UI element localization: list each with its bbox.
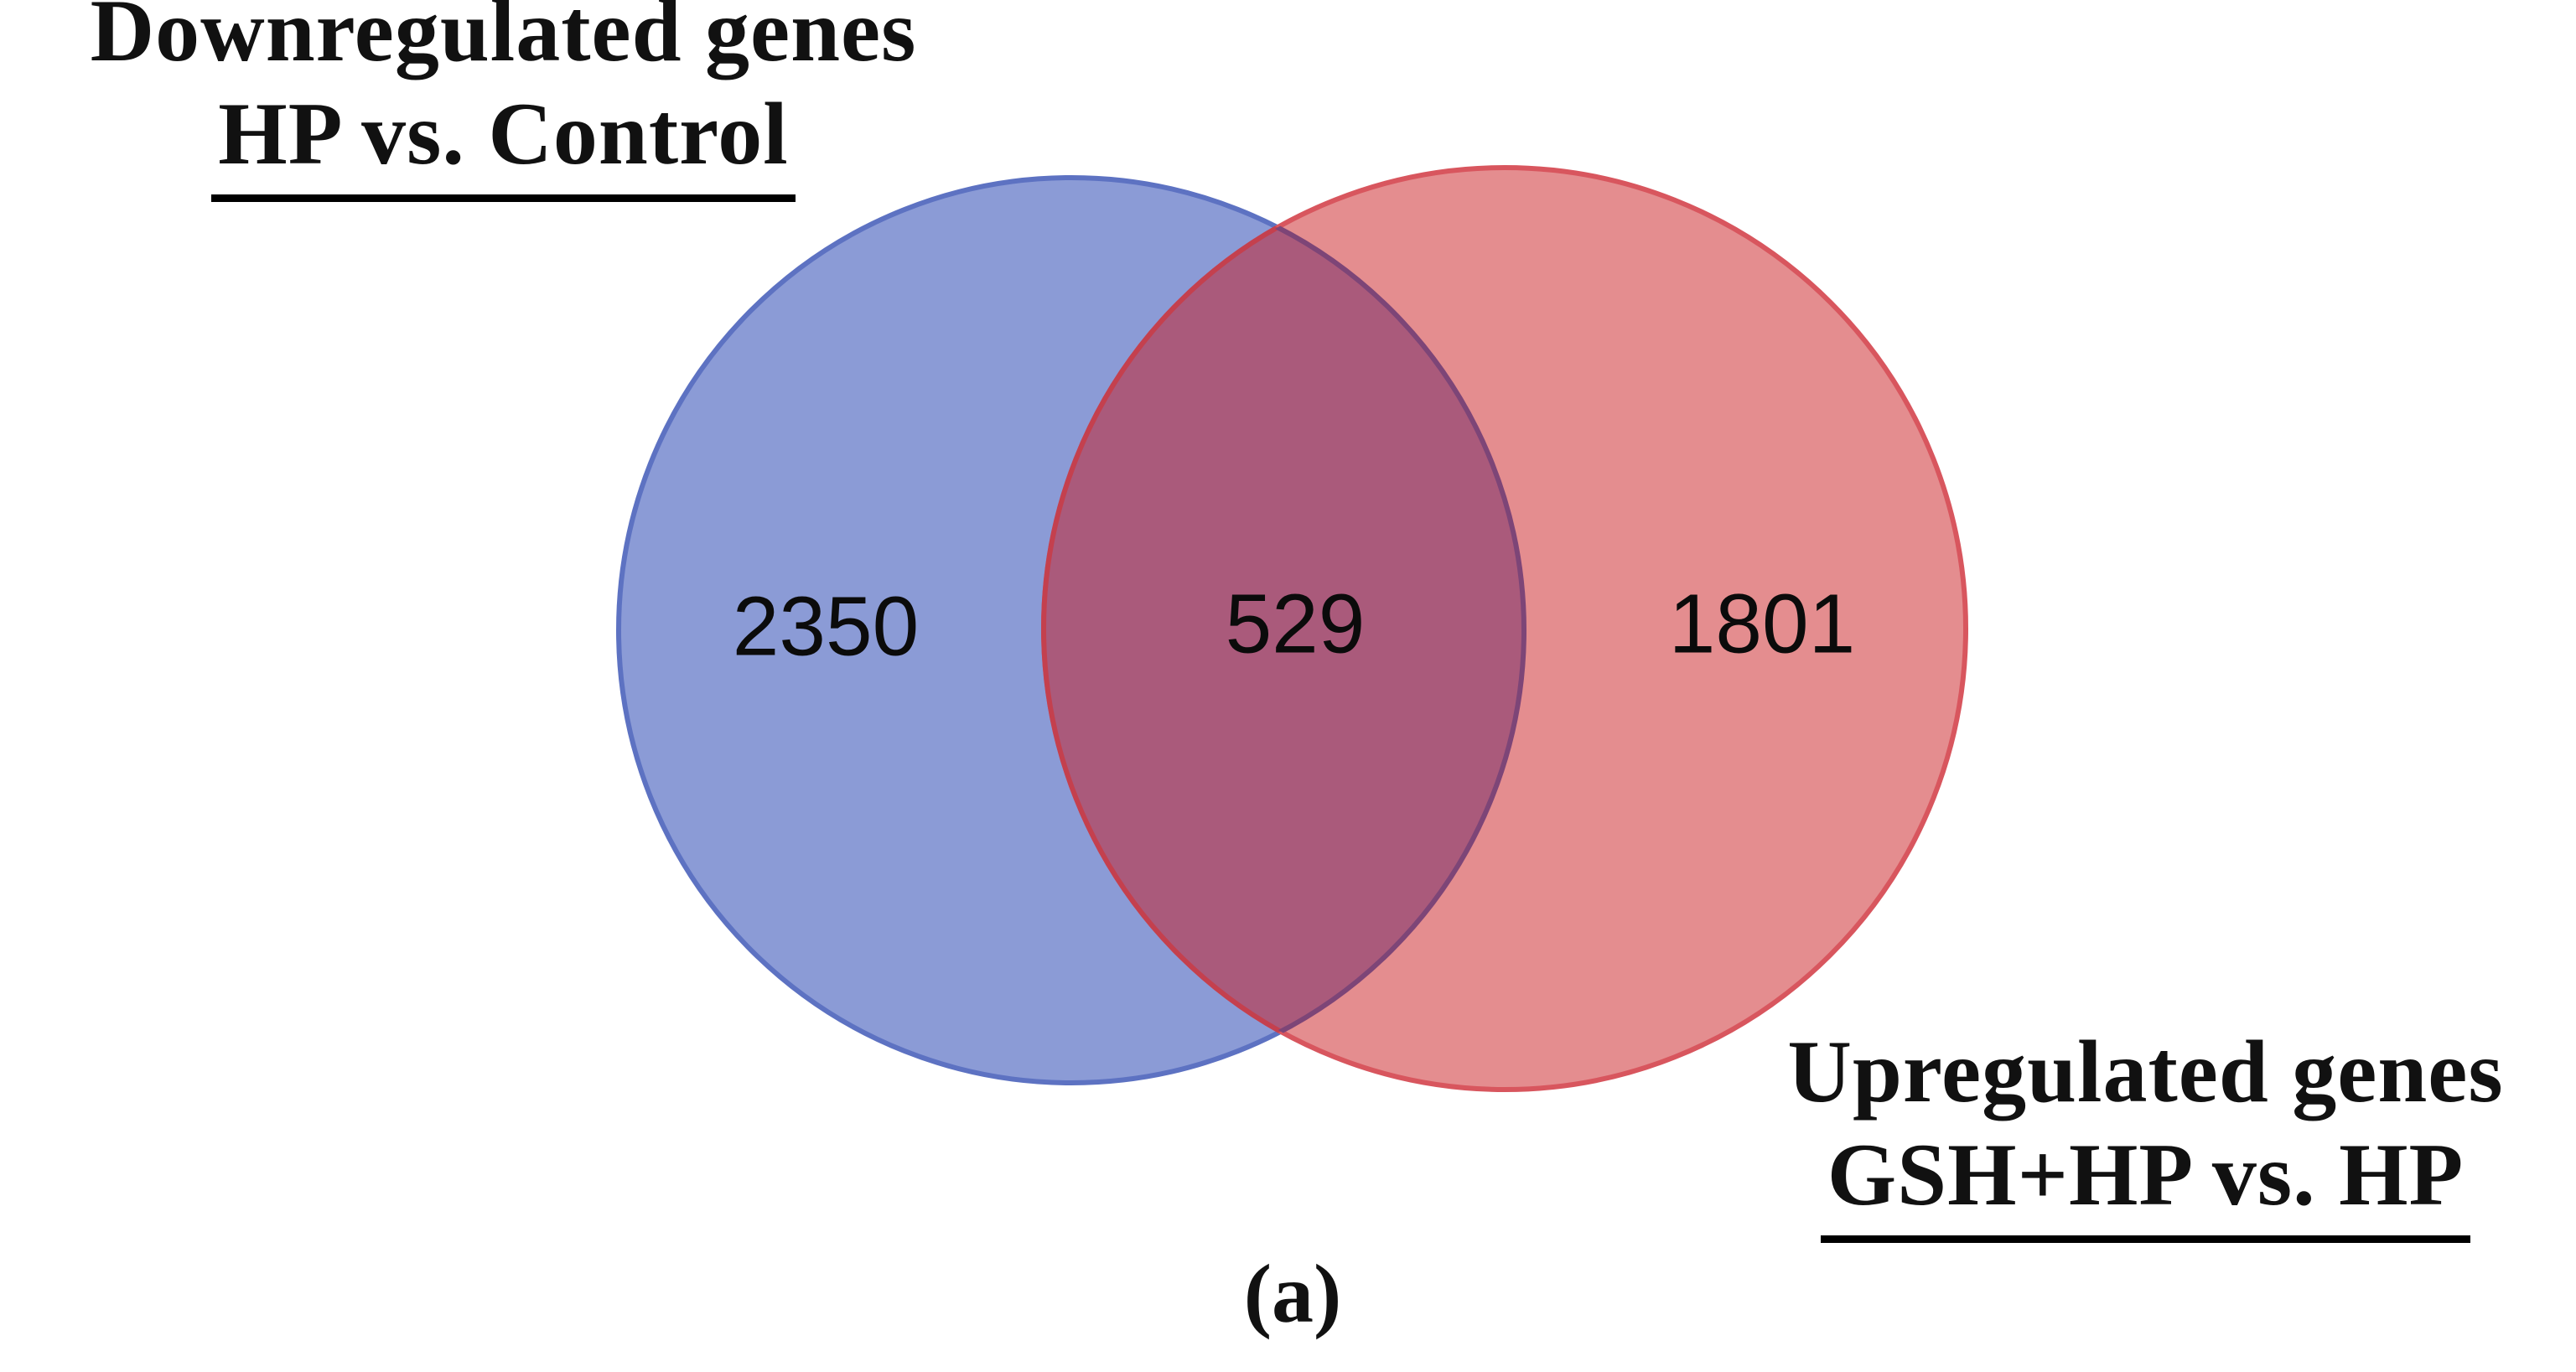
left-set-label: Downregulated genes HP vs. Control bbox=[15, 0, 992, 202]
right-set-label: Upregulated genes GSH+HP vs. HP bbox=[1720, 1021, 2571, 1243]
overlap-count: 529 bbox=[1225, 577, 1366, 671]
left-set-comparison: HP vs. Control bbox=[211, 83, 796, 202]
panel-label: (a) bbox=[1243, 1247, 1342, 1340]
overlap-region bbox=[1041, 178, 1524, 1083]
right-set-comparison: GSH+HP vs. HP bbox=[1820, 1124, 2471, 1243]
right-set-title: Upregulated genes bbox=[1787, 1023, 2504, 1121]
right-unique-count: 1801 bbox=[1668, 577, 1856, 671]
left-unique-count: 2350 bbox=[732, 579, 920, 674]
left-set-title: Downregulated genes bbox=[90, 0, 917, 80]
